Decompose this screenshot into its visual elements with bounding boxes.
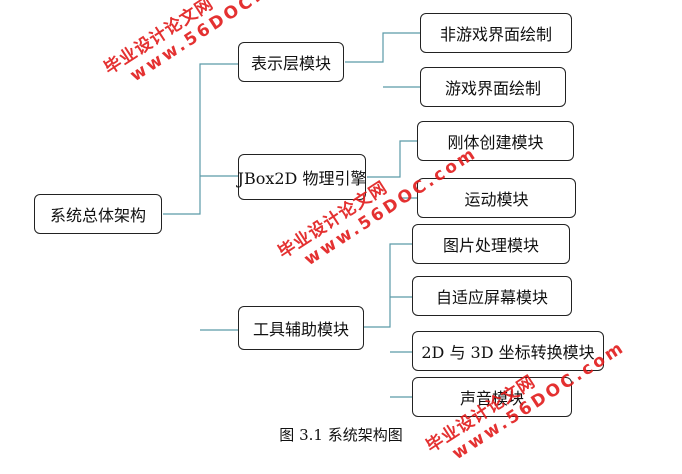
connector-root-modules <box>163 63 238 331</box>
child-rigid-body: 刚体创建模块 <box>417 121 574 161</box>
connector-presentation-children <box>345 32 420 88</box>
architecture-diagram: 系统总体架构 表示层模块 JBox2D 物理引擎 工具辅助模块 非游戏界面绘制 … <box>34 0 629 464</box>
child-adaptive-screen: 自适应屏幕模块 <box>412 276 572 316</box>
child-image-processing: 图片处理模块 <box>412 224 570 264</box>
child-sound: 声音模块 <box>412 377 572 417</box>
connector-lines <box>163 32 420 398</box>
module-tools: 工具辅助模块 <box>238 306 364 350</box>
child-motion: 运动模块 <box>417 178 576 218</box>
figure-caption: 图 3.1 系统架构图 <box>279 426 403 444</box>
child-non-game-ui: 非游戏界面绘制 <box>420 13 572 53</box>
connector-physics-children <box>367 140 417 199</box>
child-game-ui: 游戏界面绘制 <box>420 67 566 107</box>
connector-tools-children <box>364 243 412 398</box>
root-node: 系统总体架构 <box>34 194 162 234</box>
module-presentation: 表示层模块 <box>238 42 344 82</box>
child-coordinate-conversion: 2D 与 3D 坐标转换模块 <box>412 331 604 371</box>
module-physics-engine: JBox2D 物理引擎 <box>238 154 366 200</box>
